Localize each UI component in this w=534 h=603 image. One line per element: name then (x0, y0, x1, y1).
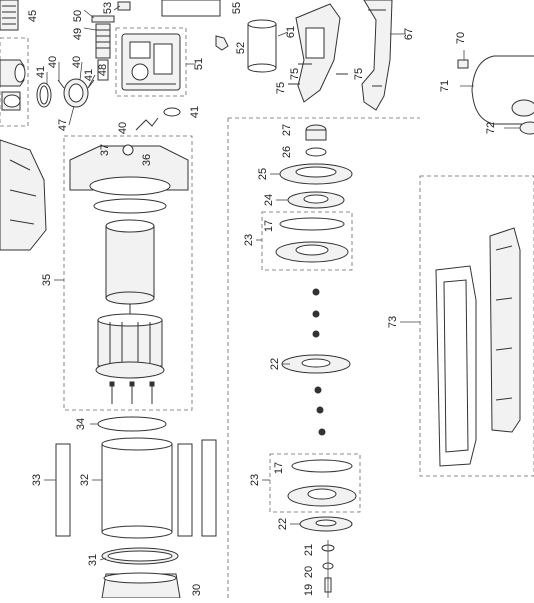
label-37: 37 (99, 144, 111, 156)
subassembly-box-23b (269, 453, 361, 513)
label-33: 33 (31, 474, 43, 486)
label-22b: 22 (277, 518, 289, 530)
part-34-gasket (97, 416, 167, 432)
part-27-nut (305, 124, 327, 141)
part-33-rod (55, 443, 71, 537)
subassembly-box-23a (261, 211, 353, 271)
part-41-clamp (57, 78, 95, 108)
part-75-screws (288, 63, 348, 85)
subassembly-box-left (0, 37, 29, 127)
label-32: 32 (79, 474, 91, 486)
part-tee-fitting (0, 59, 26, 111)
part-disc-23a (275, 241, 349, 263)
label-23a: 23 (243, 234, 255, 246)
part-71-tank (471, 55, 534, 125)
label-21: 21 (303, 544, 315, 556)
part-49-50-valve (91, 1, 131, 81)
label-20: 20 (303, 566, 315, 578)
label-26: 26 (281, 146, 293, 158)
label-22a: 22 (269, 358, 281, 370)
subassembly-box-73 (419, 175, 534, 477)
label-52: 52 (235, 42, 247, 54)
label-75c: 75 (353, 68, 365, 80)
part-40-ring (36, 82, 52, 108)
label-27: 27 (281, 124, 293, 136)
label-75b: 75 (289, 68, 301, 80)
part-70-plug (457, 59, 469, 69)
part-housing-left (0, 139, 47, 251)
label-70: 70 (455, 32, 467, 44)
label-17b: 17 (273, 462, 285, 474)
label-50: 50 (72, 10, 84, 22)
label-55: 55 (231, 2, 243, 14)
part-61-filter (247, 19, 277, 73)
part-30-base (101, 572, 181, 599)
label-23b: 23 (249, 474, 261, 486)
part-22-disc-b (299, 516, 353, 532)
label-61: 61 (285, 26, 297, 38)
label-41a: 41 (35, 66, 47, 78)
label-45: 45 (27, 10, 39, 22)
label-73: 73 (387, 316, 399, 328)
label-51: 51 (193, 58, 205, 70)
part-ball-chain-upper (312, 288, 320, 338)
part-51-control-board (121, 33, 181, 91)
part-31-seal (101, 547, 179, 565)
label-53: 53 (102, 2, 114, 14)
part-41-oring (163, 107, 181, 117)
part-25-disc (279, 163, 353, 185)
label-19: 19 (303, 584, 315, 596)
part-55 (161, 0, 221, 17)
label-40b: 40 (71, 56, 83, 68)
part-gasket-a (93, 198, 167, 214)
label-34: 34 (75, 418, 87, 430)
part-17-ring-b (291, 459, 353, 473)
label-30: 30 (191, 584, 203, 596)
label-40a: 40 (47, 56, 59, 68)
part-rod-b (177, 443, 193, 537)
label-35: 35 (41, 274, 53, 286)
part-disc-23b (287, 485, 357, 507)
label-48: 48 (97, 64, 109, 76)
part-52-clip (215, 35, 229, 51)
label-36: 36 (141, 154, 153, 166)
part-32-cylinder (101, 437, 173, 539)
label-24: 24 (263, 194, 275, 206)
part-24-disc (287, 191, 345, 209)
part-67-handle (361, 0, 393, 111)
part-ball-chain-lower (314, 386, 326, 436)
subassembly-box-35 (63, 135, 193, 411)
subassembly-box-51 (115, 27, 187, 97)
part-bracket (295, 3, 341, 103)
label-47: 47 (57, 119, 69, 131)
label-67: 67 (403, 28, 415, 40)
part-bolts (109, 381, 155, 404)
part-22-disc (281, 354, 351, 374)
part-17-ring-a (279, 217, 345, 231)
label-41b: 41 (83, 69, 95, 81)
label-75a: 75 (275, 82, 287, 94)
part-40-spring-clip (135, 117, 159, 131)
label-31: 31 (87, 554, 99, 566)
part-impeller-cage (95, 313, 165, 379)
part-top-housing (69, 144, 189, 196)
label-25: 25 (257, 168, 269, 180)
part-rod-c (201, 439, 217, 537)
part-motor-cylinder (105, 219, 155, 314)
label-17a: 17 (263, 220, 275, 232)
part-26-washer (305, 147, 327, 157)
part-72-cap (519, 121, 534, 135)
label-40c: 40 (117, 122, 129, 134)
label-41c: 41 (189, 106, 201, 118)
part-73-panel (435, 227, 521, 467)
label-71: 71 (439, 80, 451, 92)
label-49: 49 (72, 28, 84, 40)
part-45 (0, 0, 19, 31)
label-72: 72 (485, 122, 497, 134)
